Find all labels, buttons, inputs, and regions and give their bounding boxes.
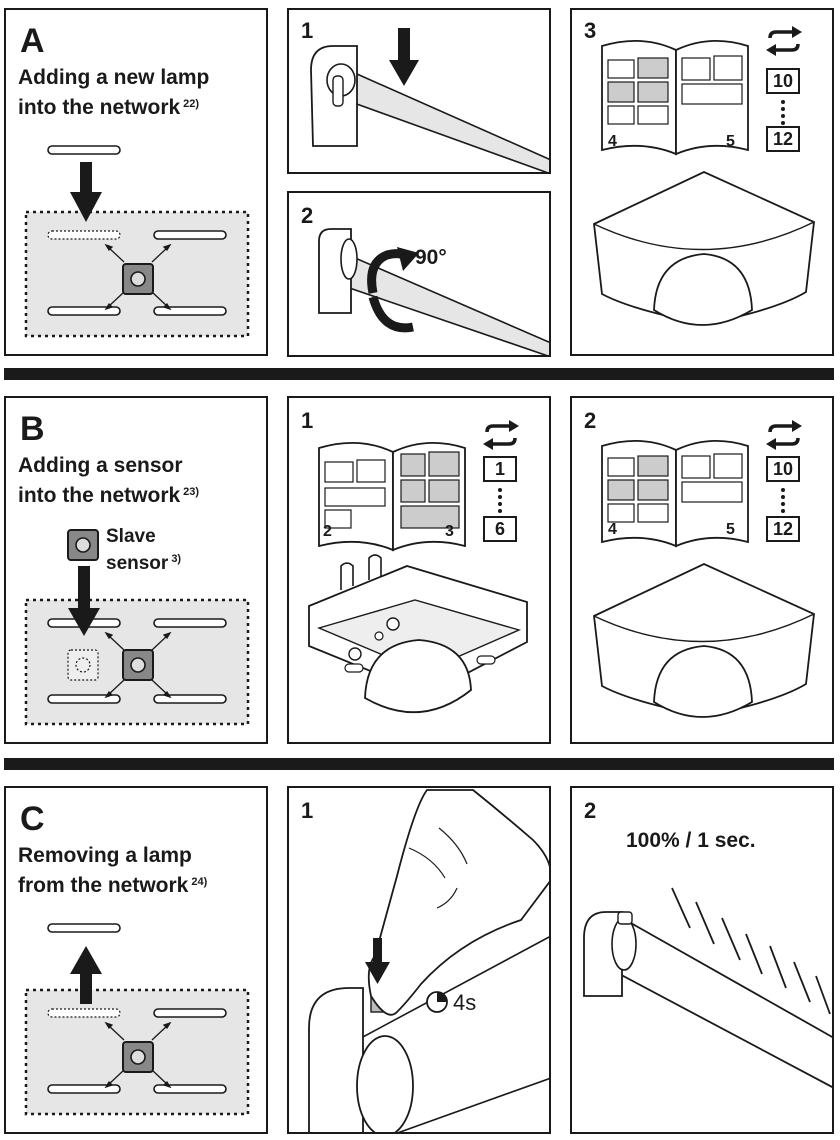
- book-page-left: 4: [608, 133, 617, 150]
- section-separator: [4, 758, 834, 770]
- network-diagram: [24, 529, 250, 726]
- book-page-right: 5: [726, 133, 735, 150]
- panel-a-step1: 1: [287, 8, 551, 174]
- panel-c-step2: 2 100% / 1 sec.: [570, 786, 834, 1134]
- section-title-line1: Adding a new lamp: [18, 66, 210, 89]
- range-from: 10: [766, 68, 800, 94]
- book-page-right: 5: [726, 521, 735, 538]
- timer-icon: [426, 991, 448, 1013]
- range-to: 12: [766, 516, 800, 542]
- arrow-down-icon: [365, 938, 390, 984]
- footnote: 3): [171, 553, 182, 565]
- book-page-right: 3: [445, 523, 454, 540]
- panel-a-step2: 2 90°: [287, 191, 551, 357]
- panel-c-step1: 1 4s: [287, 786, 551, 1134]
- lamp-rotate-illustration: [318, 228, 549, 355]
- switch-icon: [766, 420, 802, 450]
- section-letter: C: [20, 800, 45, 838]
- range-dots: [780, 488, 786, 516]
- section-letter: A: [20, 22, 45, 60]
- section-letter: B: [20, 410, 45, 448]
- step-number: 2: [584, 408, 597, 433]
- range-to: 6: [483, 516, 517, 542]
- step-number: 1: [301, 798, 314, 823]
- range-from: 10: [766, 456, 800, 482]
- sensor-open-illustration: [308, 441, 528, 714]
- switch-icon: [483, 420, 519, 450]
- footnote: 24): [191, 876, 208, 888]
- arrow-down-icon: [68, 566, 100, 636]
- footnote: 22): [183, 98, 200, 110]
- finger-press-illustration: [308, 789, 549, 1132]
- slave-label-line1: Slave: [106, 526, 156, 547]
- panel-a-step3: 3 4 5 10 12: [570, 8, 834, 356]
- section-title-line1: Removing a lamp: [18, 844, 192, 867]
- hold-time: 4s: [453, 990, 477, 1015]
- range-from: 1: [483, 456, 517, 482]
- rotation-angle: 90°: [415, 246, 447, 269]
- step-number: 1: [301, 18, 314, 43]
- step-number: 2: [301, 203, 314, 228]
- book-page-left: 2: [323, 523, 332, 540]
- step-number: 1: [301, 408, 314, 433]
- network-diagram: [24, 923, 250, 1116]
- range-to: 12: [766, 126, 800, 152]
- lamp-flash-illustration: [583, 887, 832, 1088]
- switch-icon: [766, 26, 802, 56]
- panel-b-step2: 2 4 5 10 12: [570, 396, 834, 744]
- arrow-down-icon: [389, 28, 419, 86]
- flash-indicator: 100% / 1 sec.: [626, 829, 756, 852]
- arrow-up-icon: [70, 946, 102, 1004]
- footnote: 23): [183, 486, 200, 498]
- range-dots: [497, 488, 503, 516]
- range-dots: [780, 100, 786, 128]
- sensor-manual-illustration: [593, 39, 815, 326]
- section-title-line1: Adding a sensor: [18, 454, 183, 477]
- network-diagram: [24, 145, 250, 338]
- sensor-manual-illustration: [593, 439, 815, 718]
- arrow-down-icon: [70, 162, 102, 222]
- step-number: 3: [584, 18, 597, 43]
- panel-b-step1: 1 2 3 1 6: [287, 396, 551, 744]
- step-number: 2: [584, 798, 597, 823]
- book-page-left: 4: [608, 521, 617, 538]
- section-separator: [4, 368, 834, 380]
- lamp-insert-illustration: [310, 28, 549, 172]
